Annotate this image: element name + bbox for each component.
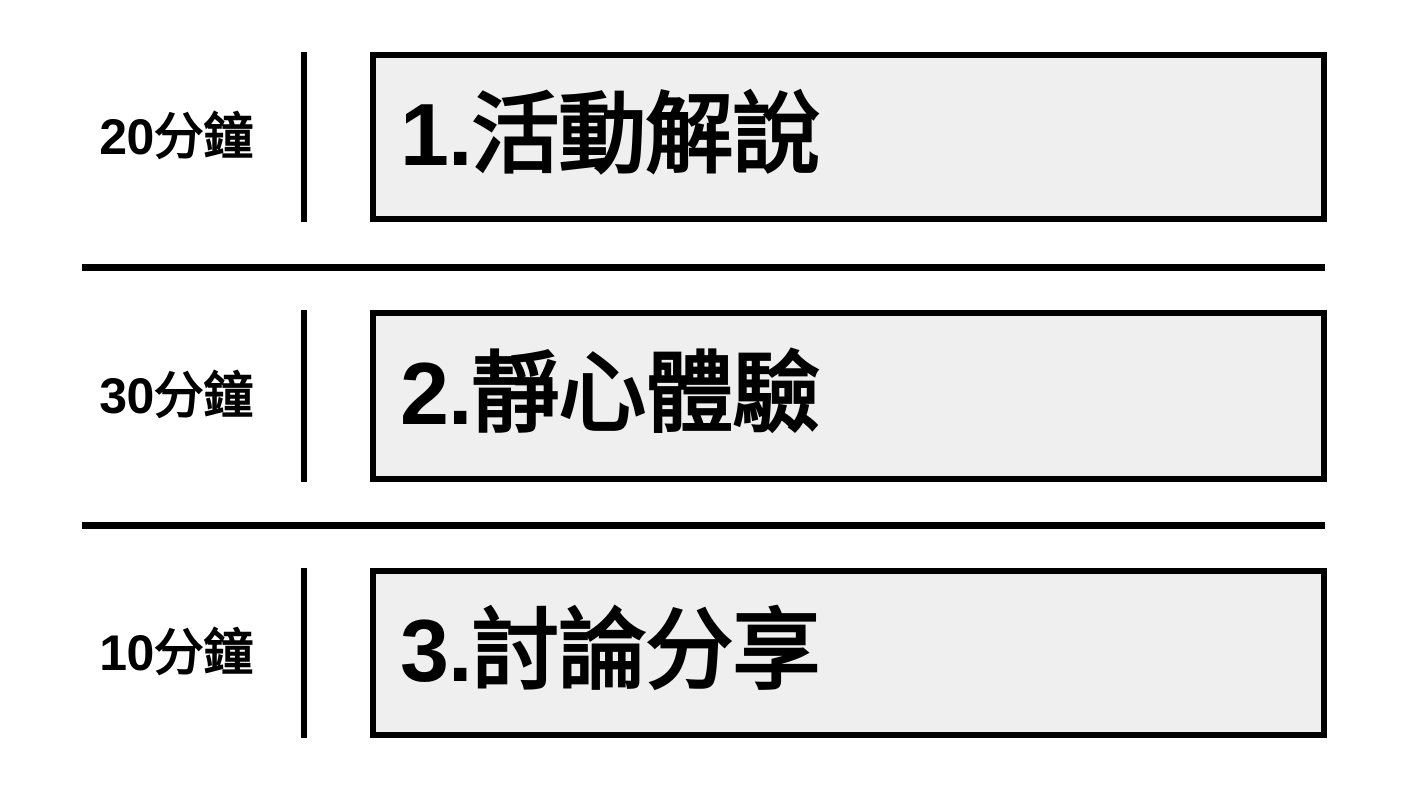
vertical-rule-3	[301, 568, 307, 738]
duration-label-2: 30分鐘	[99, 368, 253, 424]
duration-label-1: 20分鐘	[99, 109, 253, 165]
agenda-row-3: 10分鐘 3.討論分享	[0, 568, 1414, 738]
horizontal-divider-2	[82, 522, 1325, 529]
title-box-2[interactable]: 2.靜心體驗	[370, 310, 1327, 482]
vertical-rule-2	[301, 310, 307, 482]
agenda-row-1: 20分鐘 1.活動解說	[0, 52, 1414, 222]
duration-label-3: 10分鐘	[99, 625, 253, 681]
title-box-1[interactable]: 1.活動解說	[370, 52, 1327, 222]
horizontal-divider-1	[82, 264, 1325, 271]
title-text-3: 3.討論分享	[400, 601, 820, 700]
vertical-rule-1	[301, 52, 307, 222]
title-text-1: 1.活動解說	[400, 85, 820, 184]
title-text-2: 2.靜心體驗	[400, 344, 820, 443]
title-box-3[interactable]: 3.討論分享	[370, 568, 1327, 738]
agenda-row-2: 30分鐘 2.靜心體驗	[0, 310, 1414, 482]
